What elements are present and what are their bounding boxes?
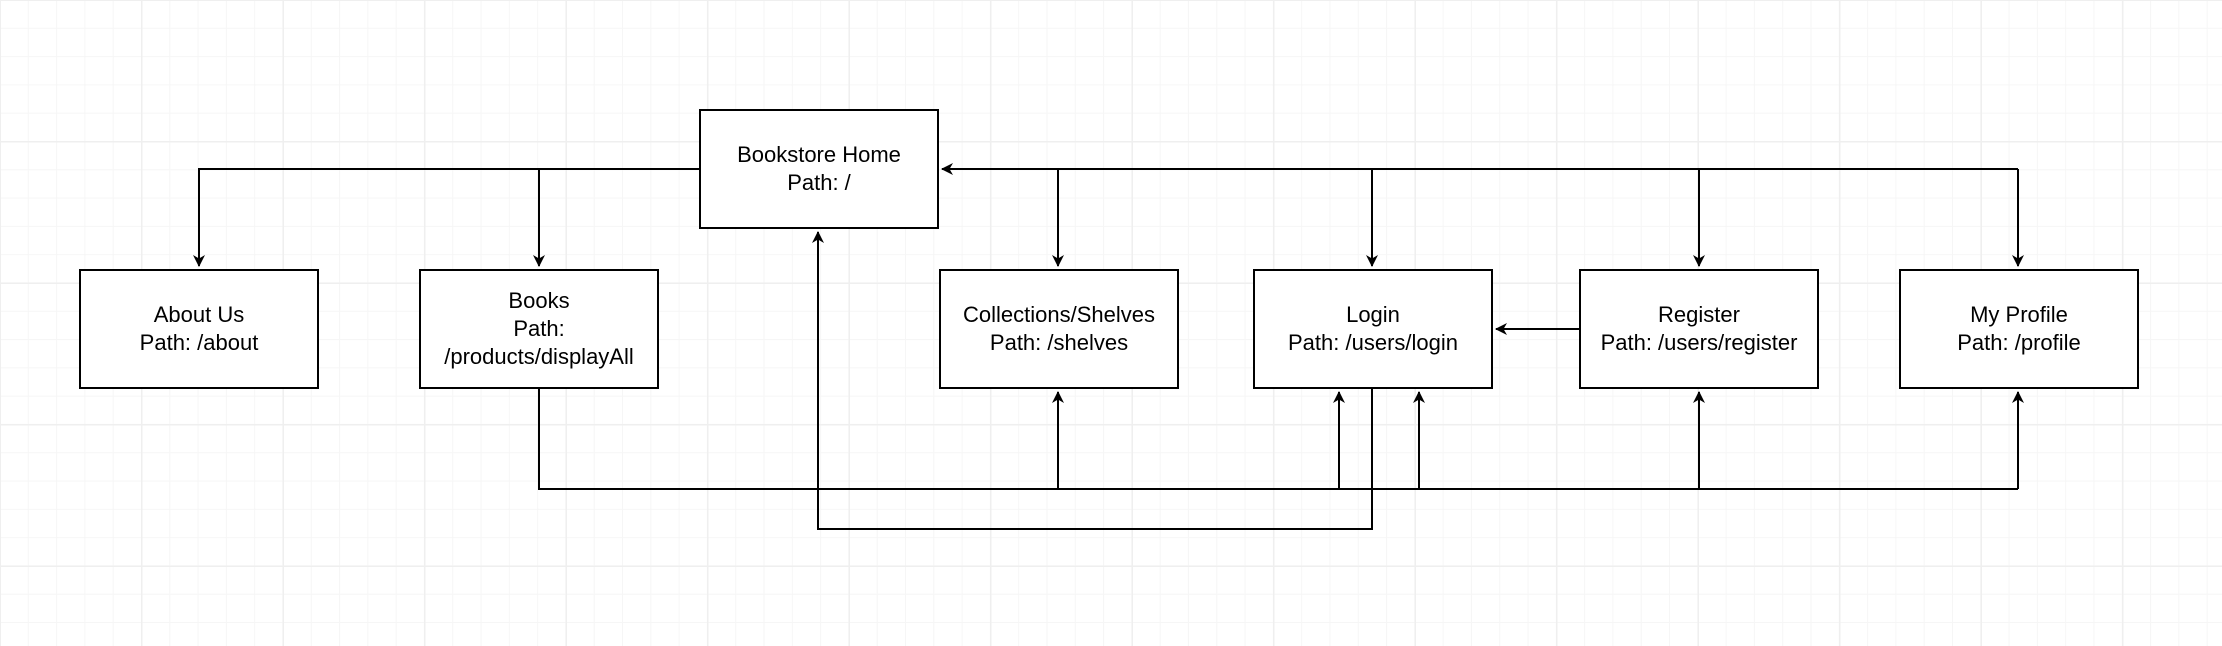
node-path: Path: /about bbox=[139, 330, 259, 355]
node-path: Path: /users/login bbox=[1288, 330, 1458, 355]
node-path: Path: /shelves bbox=[989, 330, 1129, 355]
node-title: Collections/Shelves bbox=[963, 302, 1155, 327]
node-title: Books bbox=[508, 288, 570, 313]
node-collections-shelves[interactable]: Collections/Shelves Path: /shelves bbox=[939, 269, 1179, 389]
node-my-profile[interactable]: My Profile Path: /profile bbox=[1899, 269, 2139, 389]
edge-login-to-home bbox=[812, 231, 1373, 530]
node-path: Path: /profile bbox=[1957, 330, 2081, 355]
node-books[interactable]: Books Path: /products/displayAll bbox=[419, 269, 659, 389]
node-path: Path: / bbox=[787, 170, 851, 195]
node-bookstore-home[interactable]: Bookstore Home Path: / bbox=[699, 109, 939, 229]
node-login[interactable]: Login Path: /users/login bbox=[1253, 269, 1493, 389]
node-path-value: /products/displayAll bbox=[444, 344, 634, 369]
node-title: Login bbox=[1346, 302, 1400, 327]
edge-books-bus bbox=[538, 389, 2018, 490]
node-title: Register bbox=[1658, 302, 1740, 327]
node-path: Path: /users/register bbox=[1600, 330, 1798, 355]
node-about-us[interactable]: About Us Path: /about bbox=[79, 269, 319, 389]
edge-home-to-about bbox=[193, 168, 699, 267]
node-title: Bookstore Home bbox=[737, 142, 901, 167]
node-title: My Profile bbox=[1970, 302, 2068, 327]
node-register[interactable]: Register Path: /users/register bbox=[1579, 269, 1819, 389]
node-title: About Us bbox=[153, 302, 245, 327]
node-path-label: Path: bbox=[513, 316, 565, 341]
